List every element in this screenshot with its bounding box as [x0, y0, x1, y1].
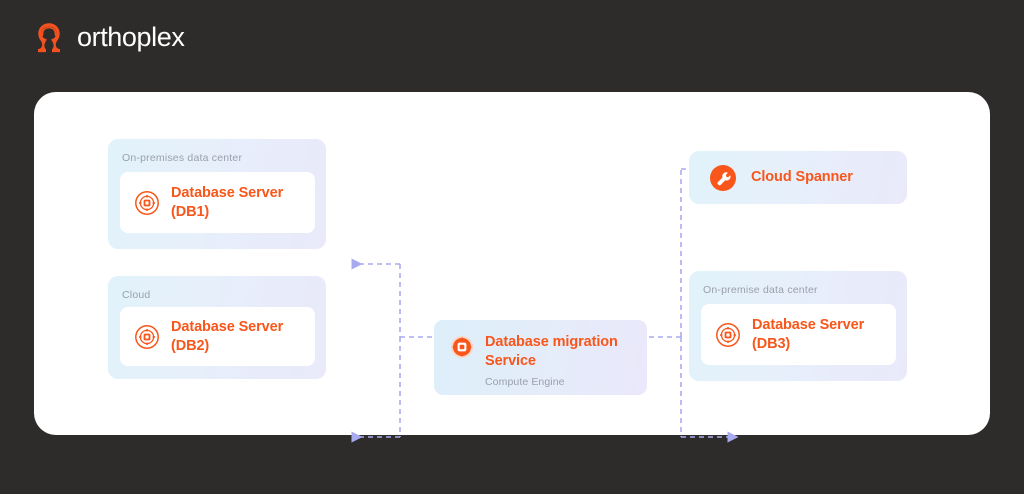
- group-onpremises-data-center: On-premises data center Database Server …: [108, 139, 326, 249]
- group-label: On-premise data center: [703, 284, 818, 296]
- node-label: Database Server (DB1): [171, 184, 284, 220]
- node-database-server-db2[interactable]: Database Server (DB2): [120, 307, 315, 366]
- node-label: Database Server (DB2): [171, 318, 284, 354]
- diagram-canvas: On-premises data center Database Server …: [34, 92, 990, 443]
- node-cloud-spanner[interactable]: Cloud Spanner: [689, 151, 907, 204]
- node-label: Cloud Spanner: [751, 169, 853, 186]
- node-database-server-db3[interactable]: Database Server (DB3): [701, 304, 896, 365]
- node-database-migration-service[interactable]: Database migration Service Compute Engin…: [434, 320, 647, 395]
- database-server-icon: [135, 324, 159, 349]
- brand-name: orthoplex: [77, 21, 185, 52]
- database-server-icon: [716, 322, 740, 347]
- diagram-card: On-premises data center Database Server …: [34, 92, 990, 443]
- group-label: On-premises data center: [122, 152, 243, 164]
- orthoplex-omega-mark-icon: [38, 23, 60, 53]
- brand-logo: orthoplex: [32, 20, 185, 54]
- group-onpremise-data-center: On-premise data center Database Server (…: [689, 271, 907, 381]
- node-database-server-db1[interactable]: Database Server (DB1): [120, 172, 315, 233]
- node-label: Database Server (DB3): [752, 316, 865, 352]
- service-text-block: Database migration Service Compute Engin…: [485, 334, 618, 388]
- group-label: Cloud: [122, 289, 151, 301]
- group-cloud: Cloud Database Server (DB2): [108, 276, 326, 379]
- database-server-icon: [135, 190, 159, 215]
- migration-service-icon: [451, 336, 473, 358]
- wrench-icon: [710, 164, 736, 191]
